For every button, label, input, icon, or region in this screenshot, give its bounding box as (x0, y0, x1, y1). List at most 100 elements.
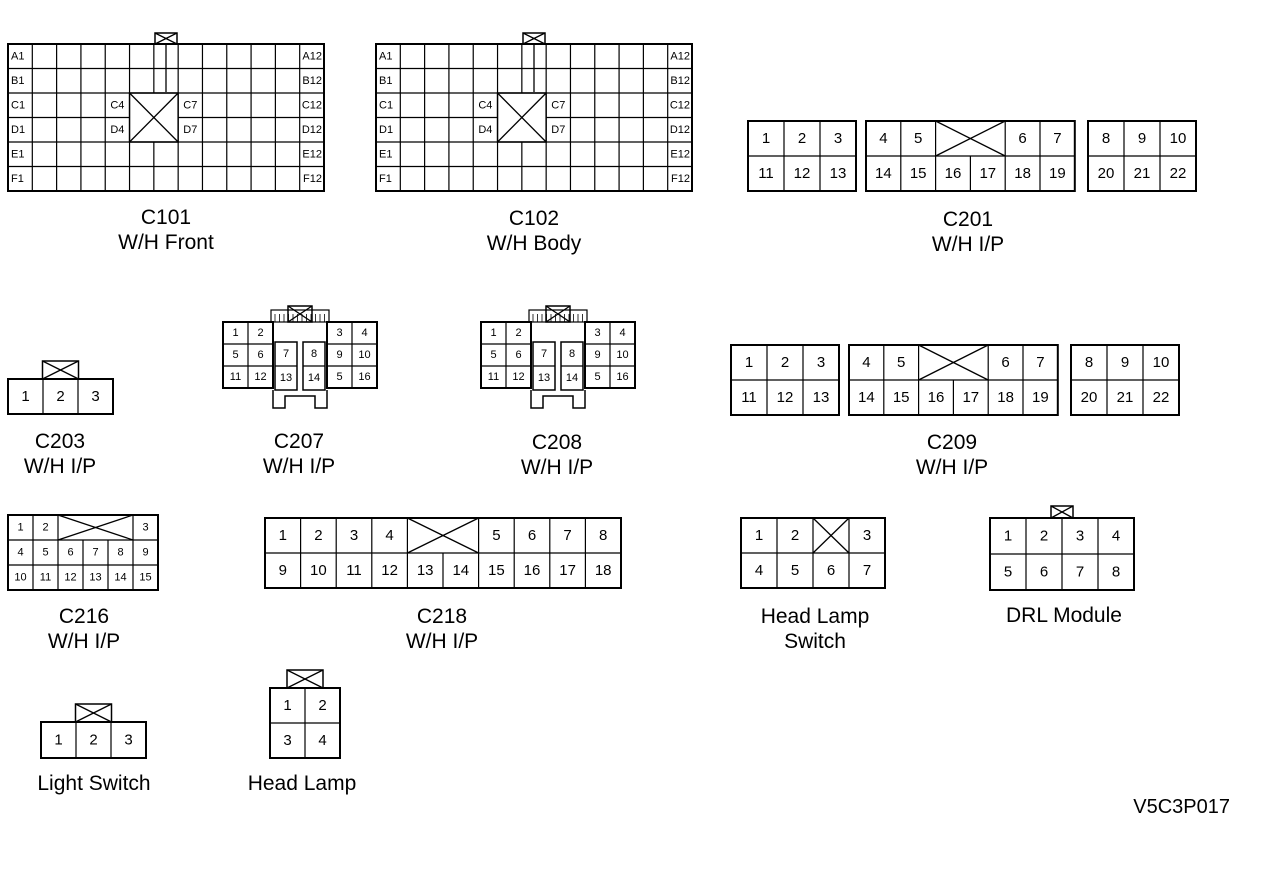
pin-label: 12 (777, 389, 794, 406)
row-label-right: F12 (303, 173, 322, 185)
pin-label: 16 (616, 371, 628, 383)
pin-label: 5 (336, 371, 342, 383)
c101-name: W/H Front (118, 231, 214, 254)
pin-label: 7 (1036, 354, 1044, 371)
pin-label: 11 (40, 572, 51, 584)
row-label-left: E1 (11, 148, 24, 160)
pin-label: 18 (1014, 165, 1031, 182)
pin-label: 14 (452, 562, 469, 579)
pin-label: 10 (310, 562, 327, 579)
pin-label: 6 (67, 547, 73, 559)
pin-label: 5 (490, 349, 496, 361)
c218-name: W/H I/P (406, 630, 478, 653)
pin-label: 10 (14, 572, 26, 584)
pin-label: 3 (91, 388, 99, 405)
pin-label: 12 (512, 371, 524, 383)
pin-label: 9 (336, 349, 342, 361)
pin-label: 2 (42, 522, 48, 534)
pin-label: 5 (594, 371, 600, 383)
pin-label: 6 (515, 349, 521, 361)
pin-label: 3 (834, 130, 842, 147)
pin-label: 13 (89, 572, 101, 584)
pin-label: 10 (616, 349, 628, 361)
pin-label: 4 (361, 327, 367, 339)
pin-label: 1 (762, 130, 770, 147)
pin-label: 7 (283, 348, 289, 360)
pin-label: 7 (863, 562, 871, 579)
pin-label: 15 (893, 389, 910, 406)
row-label-right: E12 (670, 148, 690, 160)
pin-label: 1 (232, 327, 238, 339)
c201-name: W/H I/P (932, 233, 1004, 256)
pin-label: 1 (1004, 528, 1012, 545)
row-label-right: C12 (670, 99, 690, 111)
c208-id: C208 (532, 431, 582, 454)
pin-label: 17 (962, 389, 979, 406)
row-label-left: A1 (379, 50, 392, 62)
pin-label: 4 (17, 547, 23, 559)
pin-label: 16 (928, 389, 945, 406)
pin-label: 21 (1117, 389, 1134, 406)
pin-label: 8 (599, 527, 607, 544)
pin-label: 13 (538, 372, 550, 384)
pin-label: 13 (813, 389, 830, 406)
pin-label: 16 (524, 562, 541, 579)
pin-label: 7 (1076, 564, 1084, 581)
pin-label: 15 (910, 165, 927, 182)
pin-label: 9 (142, 547, 148, 559)
pin-label: 11 (741, 389, 757, 406)
c203-id: C203 (35, 430, 85, 453)
pin-label: 6 (827, 562, 835, 579)
pin-label: 6 (257, 349, 263, 361)
c216-id: C216 (59, 605, 109, 628)
blocked-cavity (57, 514, 134, 541)
head-lamp-switch-name-2: Switch (784, 630, 846, 653)
pin-label: 11 (488, 371, 499, 383)
pin-label: 14 (308, 372, 320, 384)
pin-label: 5 (791, 562, 799, 579)
pin-label: 1 (490, 327, 496, 339)
base-foot (272, 390, 328, 409)
base-foot (530, 390, 586, 409)
c216-name: W/H I/P (48, 630, 120, 653)
pin-label: 10 (1153, 354, 1170, 371)
pin-label: 14 (114, 572, 126, 584)
pin-label: 16 (358, 371, 370, 383)
pin-label: 6 (1001, 354, 1009, 371)
pin-label: 2 (781, 354, 789, 371)
inner-label: D4 (110, 124, 124, 136)
pin-label: 2 (515, 327, 521, 339)
pin-label: 7 (92, 547, 98, 559)
pin-label: 1 (745, 354, 753, 371)
pin-label: 5 (492, 527, 500, 544)
blocked-center (129, 92, 179, 143)
blocked-center (128, 92, 179, 143)
inner-label: C4 (478, 99, 492, 111)
row-label-right: F12 (671, 173, 690, 185)
pin-label: 15 (488, 562, 505, 579)
inner-label: D7 (551, 124, 565, 136)
c102-id: C102 (509, 207, 559, 230)
pin-label: 3 (142, 522, 148, 534)
pin-label: 9 (594, 349, 600, 361)
head-lamp-switch-name-1: Head Lamp (761, 605, 870, 628)
pin-label: 18 (997, 389, 1014, 406)
pin-label: 3 (1076, 528, 1084, 545)
blocked-cavity (935, 120, 1006, 157)
pin-label: 5 (232, 349, 238, 361)
latch-tab (1050, 505, 1074, 519)
pin-label: 21 (1134, 165, 1151, 182)
pin-label: 14 (875, 165, 892, 182)
pin-label: 12 (64, 572, 76, 584)
row-label-right: A12 (670, 50, 690, 62)
pin-label: 3 (817, 354, 825, 371)
pin-label: 3 (124, 732, 132, 749)
